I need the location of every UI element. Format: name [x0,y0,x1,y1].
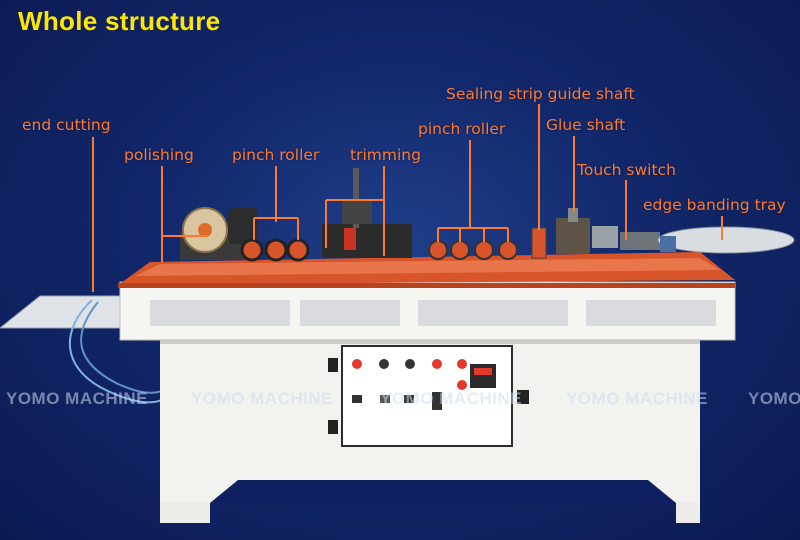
beam-slot-2 [300,300,400,326]
label-pinch-roller-2: pinch roller [418,120,506,138]
trimming-unit [322,224,412,258]
panel-button-2 [432,359,442,369]
watermark: YOMO [748,389,800,408]
cabinet-leg-cutout [210,480,676,503]
panel-lock [517,390,529,404]
glue-pot [556,218,590,254]
panel-hinge-left-top [328,358,338,372]
panel-switch-3 [404,395,414,403]
work-rail-stripe [135,258,720,276]
pinch-roller-1c [286,238,310,262]
pinch-roller-1b [264,238,288,262]
watermark: YOMO MACHINE [566,389,708,408]
control-panel [341,345,513,447]
touch-switch [592,226,618,248]
watermark: YOMO MACHINE [6,389,148,408]
panel-switch-4 [432,392,442,410]
trimming-post [353,168,359,228]
watermark: YOMO MACHINE [191,389,333,408]
page-title: Whole structure [18,6,221,36]
label-trimming: trimming [350,146,421,164]
air-hose [68,299,169,404]
panel-switch-2 [380,395,390,403]
watermark: YOMO MACHINE [380,389,522,408]
leader-lines [92,104,723,292]
glue-shaft [568,208,578,222]
temperature-display [474,368,492,375]
pinch-roller-2c [474,240,494,260]
cabinet-foot-left [160,503,210,523]
label-polishing: polishing [124,146,194,164]
label-touch-switch: Touch switch [577,161,676,179]
pinch-roller-1a [240,238,264,262]
temperature-controller [470,364,496,388]
pinch-roller-2d [498,240,518,260]
trimming-head [342,200,372,224]
label-pinch-roller-1: pinch roller [232,146,320,164]
panel-button-3 [457,359,467,369]
air-hose-2 [80,301,169,394]
panel-button-1 [352,359,362,369]
panel-switch-1 [352,395,362,403]
panel-knob-2 [405,359,415,369]
beam-slot-1 [150,300,290,326]
panel-button-4 [457,380,467,390]
panel-knob-1 [379,359,389,369]
label-end-cutting: end cutting [22,116,111,134]
cabinet-shadow [160,338,700,344]
pinch-roller-2a [428,240,448,260]
tray-stand [660,236,676,252]
label-edge-banding-tray: edge banding tray [643,196,786,214]
pinch-roller-2b [450,240,470,260]
guide-shaft [531,227,547,259]
label-glue-shaft: Glue shaft [546,116,626,134]
beam-slot-4 [586,300,716,326]
edge-banding-tray [657,226,795,254]
beam-slot-3 [418,300,568,326]
panel-hinge-left-bottom [328,420,338,434]
polishing-motor [228,208,258,244]
label-sealing-strip-guide-shaft: Sealing strip guide shaft [446,85,635,103]
feed-table [0,295,131,329]
feed-box [620,232,660,250]
polishing-wheel-hub [198,223,212,237]
rail-front-edge [118,283,735,288]
cabinet-foot-right [676,503,700,523]
trimming-cutter-red [344,228,356,250]
